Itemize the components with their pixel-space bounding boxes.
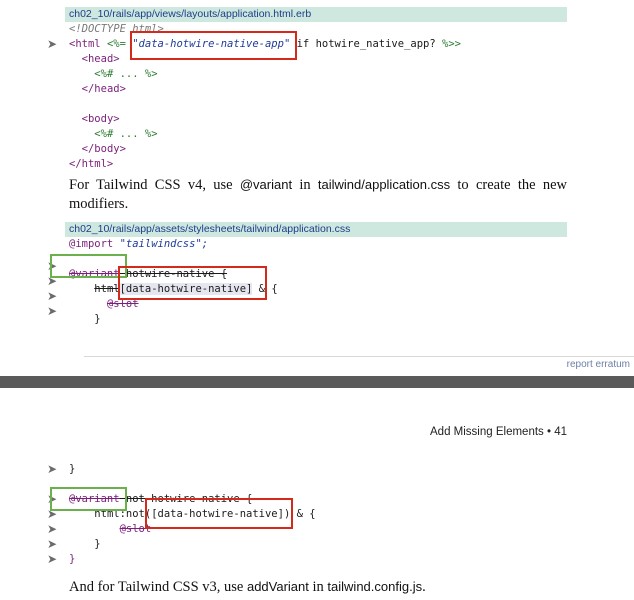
close-brace-line: } [69,463,76,475]
head-close-line: </head> [81,83,126,95]
arrowhead-right-icon: ➤ [47,552,58,566]
close-brace-line: } [94,538,101,550]
body-paragraph: For Tailwind CSS v4, use @variant in tai… [69,177,567,212]
highlight-box-red [130,31,297,60]
report-erratum-link[interactable]: report erratum [566,359,630,370]
arrowhead-right-icon: ➤ [47,37,58,51]
code-block-css: @import "tailwindcss"; @variant hotwire-… [69,237,278,327]
arrowhead-right-icon: ➤ [47,507,58,521]
close-brace-line: } [69,553,76,565]
arrowhead-right-icon: ➤ [47,274,58,288]
slot-line: @slot [106,298,139,310]
arrowhead-right-icon: ➤ [47,304,58,318]
html-open-line: <html <%= "data-hotwire-native-app" if h… [69,38,461,50]
highlight-box-green [50,254,127,278]
body-paragraph: And for Tailwind CSS v3, use addVariant … [69,579,426,595]
slot-line: @slot [119,523,152,535]
arrowhead-right-icon: ➤ [47,289,58,303]
code-block-erb: <!DOCTYPE html> <html <%= "data-hotwire-… [69,22,461,172]
html-selector-line: html[data-hotwire-native] & { [94,283,278,295]
import-line: @import "tailwindcss"; [69,238,209,250]
arrowhead-right-icon: ➤ [47,522,58,536]
erb-comment-line: <%# ... %> [94,128,158,140]
code-file-label: ch02_10/rails/app/views/layouts/applicat… [65,7,567,22]
body-open-line: <body> [81,113,120,125]
close-brace-line: } [94,313,101,325]
body-close-line: </body> [81,143,126,155]
html-close-line: </html> [69,158,114,170]
page-divider [0,376,634,388]
arrowhead-right-icon: ➤ [47,462,58,476]
code-file-label: ch02_10/rails/app/assets/stylesheets/tai… [65,222,567,237]
arrowhead-right-icon: ➤ [47,492,58,506]
html-not-selector-line: html:not([data-hotwire-native]) & { [94,508,316,520]
highlight-box-red [145,498,293,529]
erb-comment-line: <%# ... %> [94,68,158,80]
running-page-header: Add Missing Elements • 41 [430,426,567,438]
highlight-box-red [118,266,267,300]
highlight-box-green [50,487,127,511]
arrowhead-right-icon: ➤ [47,259,58,273]
arrowhead-right-icon: ➤ [47,537,58,551]
page-footer-rule [84,356,634,357]
head-open-line: <head> [81,53,120,65]
